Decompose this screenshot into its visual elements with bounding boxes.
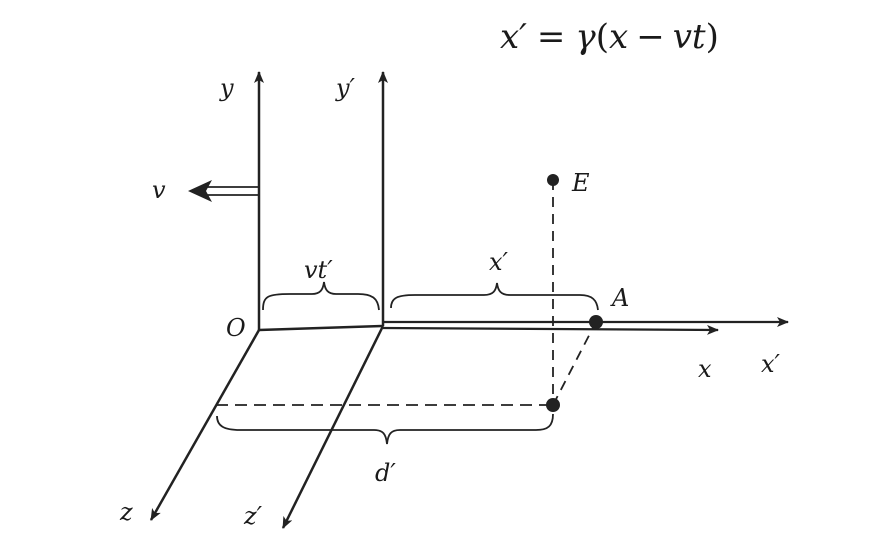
z-prime-axis (281, 325, 385, 529)
label-x-prime-distance: x′ (489, 248, 509, 276)
projection-point (546, 398, 560, 412)
brace-x-prime (390, 282, 599, 311)
label-z: z (119, 498, 133, 526)
z-axis (149, 329, 261, 521)
label-v: v (152, 176, 166, 204)
label-e: E (571, 169, 590, 197)
brace-vt-prime (262, 281, 380, 311)
velocity-arrowhead (188, 180, 212, 202)
label-z-prime: z′ (243, 502, 263, 530)
dashed-projection-diagonal (552, 321, 597, 406)
brace-d-prime (216, 413, 554, 445)
label-x-prime-axis: x′ (761, 350, 781, 378)
label-y: y (219, 74, 234, 102)
event-point-e (547, 174, 559, 186)
label-a: A (610, 284, 629, 312)
label-o: O (226, 314, 246, 342)
lorentz-equation: x′=γ(x−vt) (500, 17, 719, 57)
origin-offset-line (258, 324, 384, 332)
x-axis (382, 324, 719, 335)
label-vt-prime: vt′ (304, 256, 333, 284)
label-y-prime: y′ (335, 74, 356, 102)
label-d-prime: d′ (375, 459, 396, 487)
label-x-axis: x (698, 355, 712, 383)
point-a (589, 315, 603, 329)
